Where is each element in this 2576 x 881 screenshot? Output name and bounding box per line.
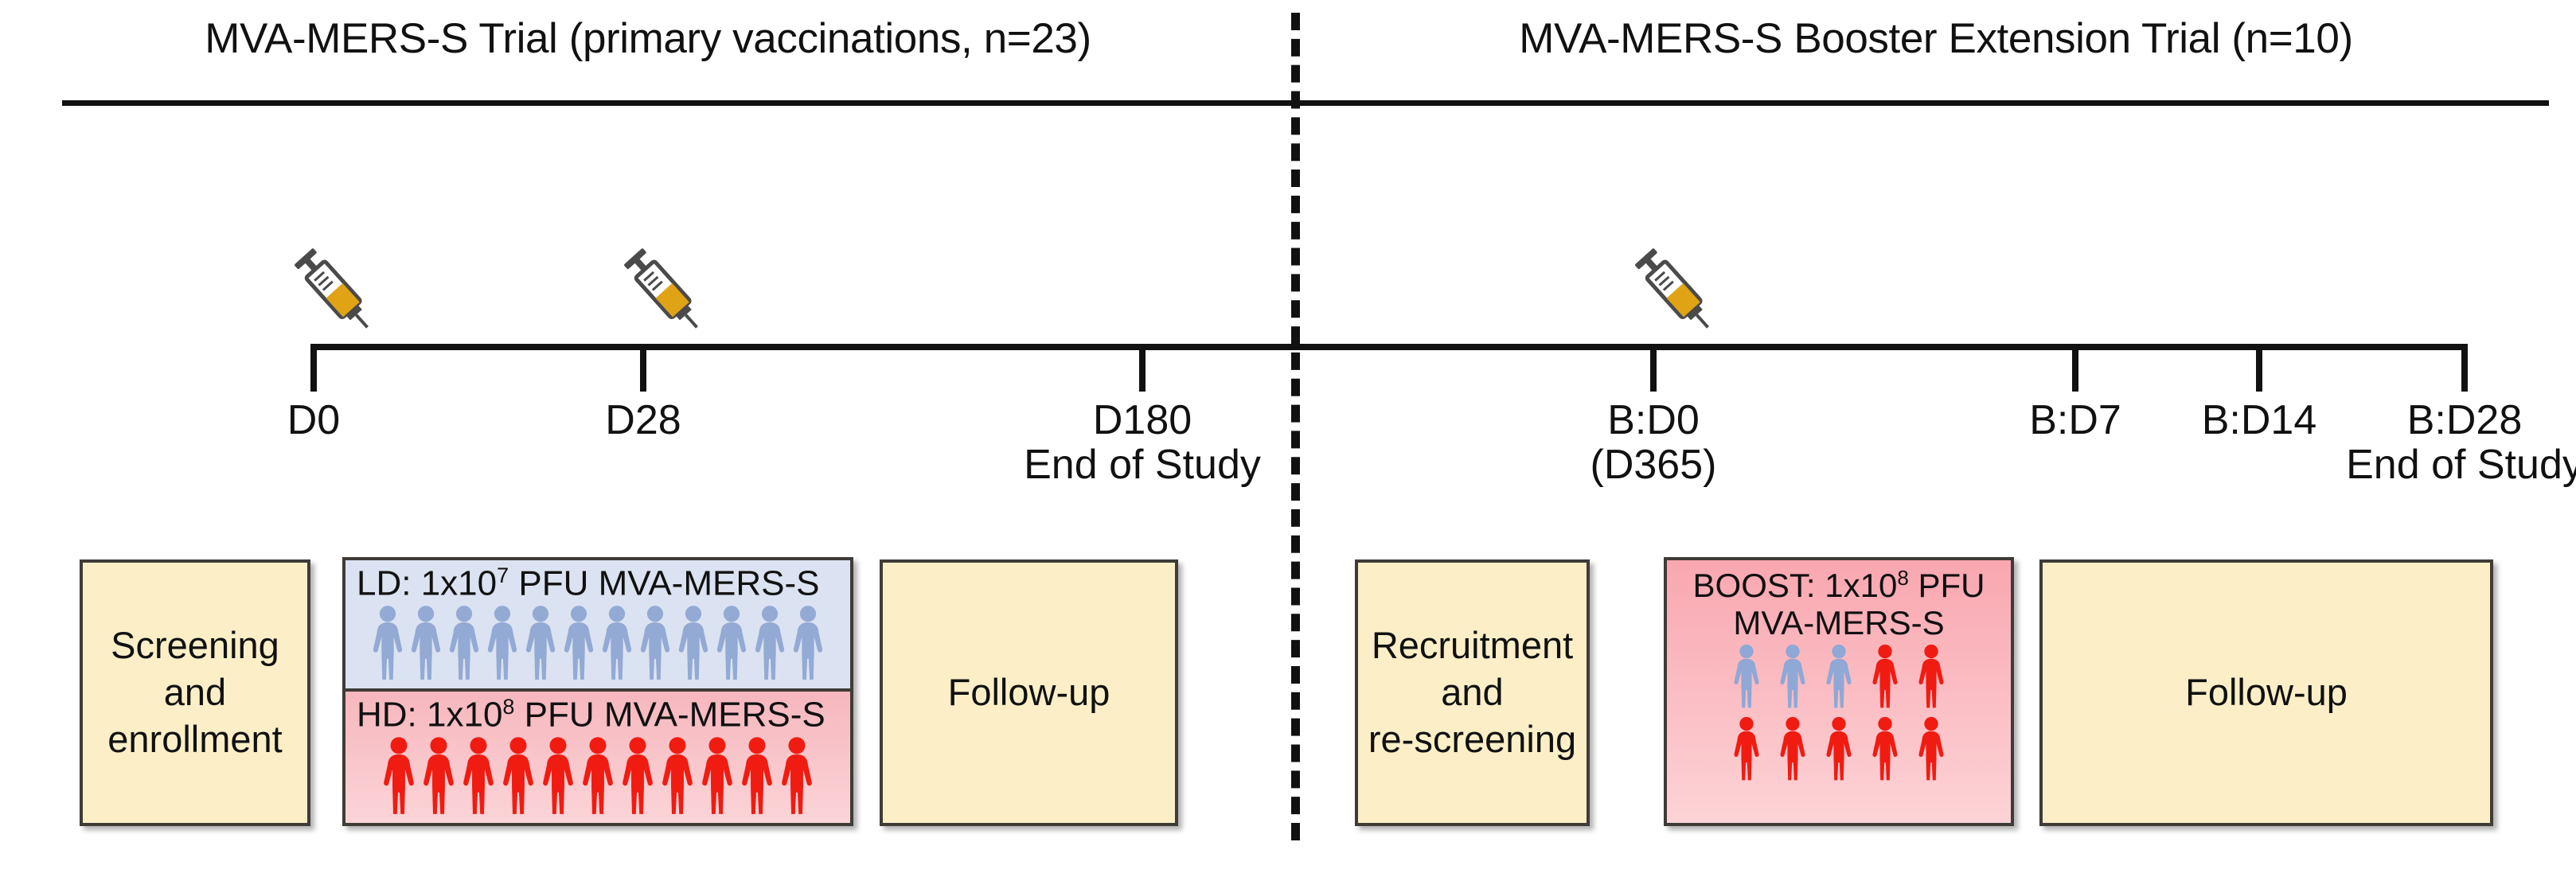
participant-icon xyxy=(637,604,673,682)
booster-participant-icon-red xyxy=(1915,715,1947,786)
syringe-bd0-icon xyxy=(1626,229,1721,349)
participant-icon xyxy=(579,735,617,817)
participant-icon xyxy=(369,604,406,682)
participant-icon xyxy=(484,604,521,682)
participant-icon xyxy=(738,735,776,817)
high-dose-row: HD: 1x108 PFU MVA-MERS-S xyxy=(345,692,850,823)
timeline-axis-primary xyxy=(310,344,1312,350)
booster-group-box: BOOST: 1x108 PFU MVA-MERS-S xyxy=(1664,557,2014,826)
high-dose-caption: HD: 1x108 PFU MVA-MERS-S xyxy=(345,692,850,735)
box-followup-primary[interactable]: Follow-up xyxy=(880,559,1178,826)
hd-caption-exponent: 8 xyxy=(502,695,515,719)
participant-icon xyxy=(420,735,458,817)
booster-participant-icon-red xyxy=(1869,715,1901,786)
booster-participant-icon-red xyxy=(1777,715,1809,786)
dose-groups-box: LD: 1x107 PFU MVA-MERS-S HD: 1x108 PFU M… xyxy=(342,557,853,826)
participant-icon xyxy=(459,735,498,817)
booster-tick-bd28 xyxy=(2461,344,2468,392)
participant-icon xyxy=(408,604,444,682)
booster-label-bd0: B:D0(D365) xyxy=(1590,397,1717,489)
participant-icon xyxy=(599,604,635,682)
booster-tick-bd14 xyxy=(2256,344,2262,392)
participant-icon xyxy=(713,604,750,682)
hd-caption-prefix: HD: 1x10 xyxy=(357,695,503,735)
booster-participant-icon-blue xyxy=(1823,643,1855,714)
booster-label-bd14: B:D14 xyxy=(2201,397,2317,443)
header-divider-rule xyxy=(62,100,2549,106)
syringe-d0-icon xyxy=(285,229,381,349)
box-followup-booster[interactable]: Follow-up xyxy=(2039,559,2493,826)
trial-separator-dashed-line xyxy=(1291,13,1300,840)
low-dose-caption: LD: 1x107 PFU MVA-MERS-S xyxy=(345,560,850,604)
boost-caption-line2: MVA-MERS-S xyxy=(1733,604,1945,642)
booster-caption: BOOST: 1x108 PFU MVA-MERS-S xyxy=(1667,560,2011,641)
participant-icon xyxy=(778,735,816,817)
box-followup-left-label: Follow-up xyxy=(947,671,1110,714)
booster-participant-icon-red xyxy=(1869,643,1901,714)
booster-participant-icon-blue xyxy=(1731,643,1762,714)
primary-tick-d28 xyxy=(640,344,646,392)
booster-participant-icon-red xyxy=(1731,715,1762,786)
participant-icon xyxy=(499,735,537,817)
boost-caption-prefix: BOOST: 1x10 xyxy=(1692,567,1898,604)
booster-participants-row-1 xyxy=(1667,643,2011,714)
boost-caption-exponent: 8 xyxy=(1897,566,1909,590)
primary-tick-d0 xyxy=(310,344,317,392)
timeline-axis-booster xyxy=(1312,344,2468,350)
syringe-d28-icon xyxy=(615,229,710,349)
participant-icon xyxy=(790,604,826,682)
ld-caption-exponent: 7 xyxy=(497,563,509,587)
ld-caption-prefix: LD: 1x10 xyxy=(357,563,498,603)
booster-tick-bd0 xyxy=(1650,344,1657,392)
primary-label-d0: D0 xyxy=(287,397,341,443)
participant-icon xyxy=(446,604,482,682)
participant-icon xyxy=(751,604,788,682)
participant-icon xyxy=(698,735,736,817)
participant-icon xyxy=(380,735,418,817)
booster-participant-icon-blue xyxy=(1777,643,1809,714)
low-dose-row: LD: 1x107 PFU MVA-MERS-S xyxy=(345,560,850,692)
participant-icon xyxy=(675,604,712,682)
participant-icon xyxy=(539,735,577,817)
booster-participant-icon-red xyxy=(1823,715,1855,786)
box-followup-right-label: Follow-up xyxy=(2185,671,2348,714)
booster-tick-bd7 xyxy=(2072,344,2078,392)
booster-participants-row-2 xyxy=(1667,715,2011,786)
trial-title-right: MVA-MERS-S Booster Extension Trial (n=10… xyxy=(1519,15,2353,62)
primary-tick-d180 xyxy=(1139,344,1146,392)
booster-participant-icon-red xyxy=(1915,643,1947,714)
low-dose-participant-icons xyxy=(345,604,850,682)
participant-icon xyxy=(658,735,697,817)
ld-caption-suffix: PFU MVA-MERS-S xyxy=(509,563,820,603)
trial-title-left: MVA-MERS-S Trial (primary vaccinations, … xyxy=(205,15,1091,62)
booster-label-bd7: B:D7 xyxy=(2029,397,2121,443)
participant-icon xyxy=(522,604,559,682)
boost-caption-suffix: PFU xyxy=(1908,567,1985,604)
high-dose-participant-icons xyxy=(345,735,850,817)
participant-icon xyxy=(560,604,597,682)
primary-label-d28: D28 xyxy=(605,397,681,443)
hd-caption-suffix: PFU MVA-MERS-S xyxy=(514,695,825,735)
participant-icon xyxy=(619,735,657,817)
